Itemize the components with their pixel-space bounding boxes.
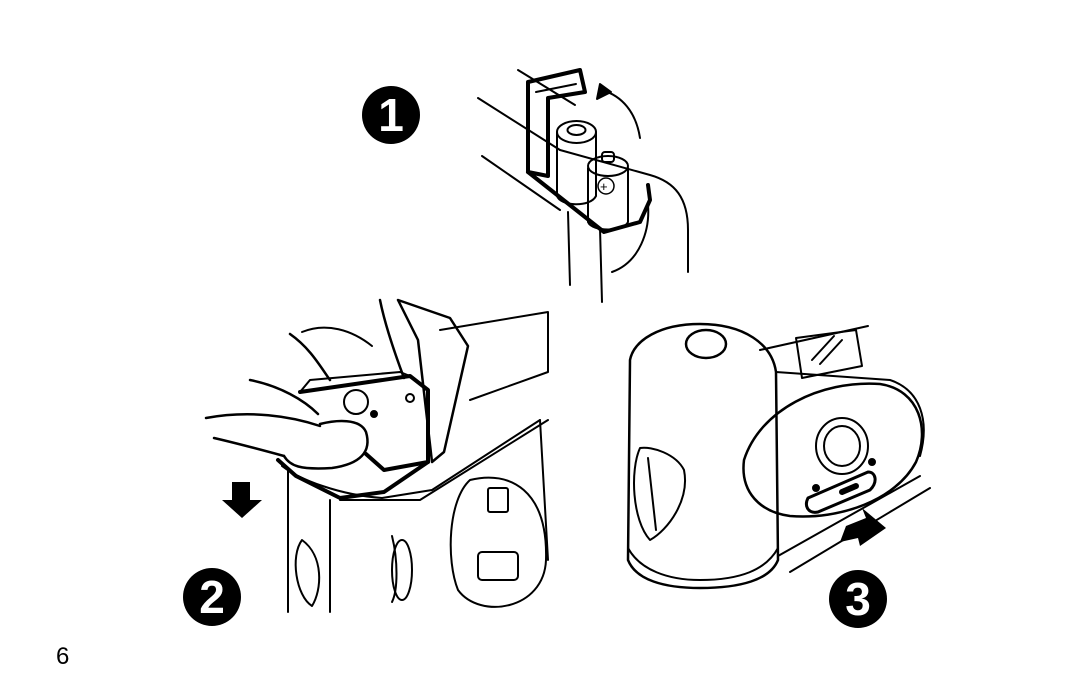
step-badge-2: 2 xyxy=(183,568,241,626)
battery-right xyxy=(587,151,629,231)
step-badge-1: 1 xyxy=(362,86,420,144)
step3-lock-illustration xyxy=(626,322,931,590)
step2-press-illustration xyxy=(204,298,549,613)
step1-battery-compartment xyxy=(477,68,689,303)
page-number: 6 xyxy=(56,643,70,670)
polarity-plus-label: + xyxy=(600,179,608,194)
battery-left xyxy=(556,120,597,206)
step-badge-3: 3 xyxy=(829,570,887,628)
